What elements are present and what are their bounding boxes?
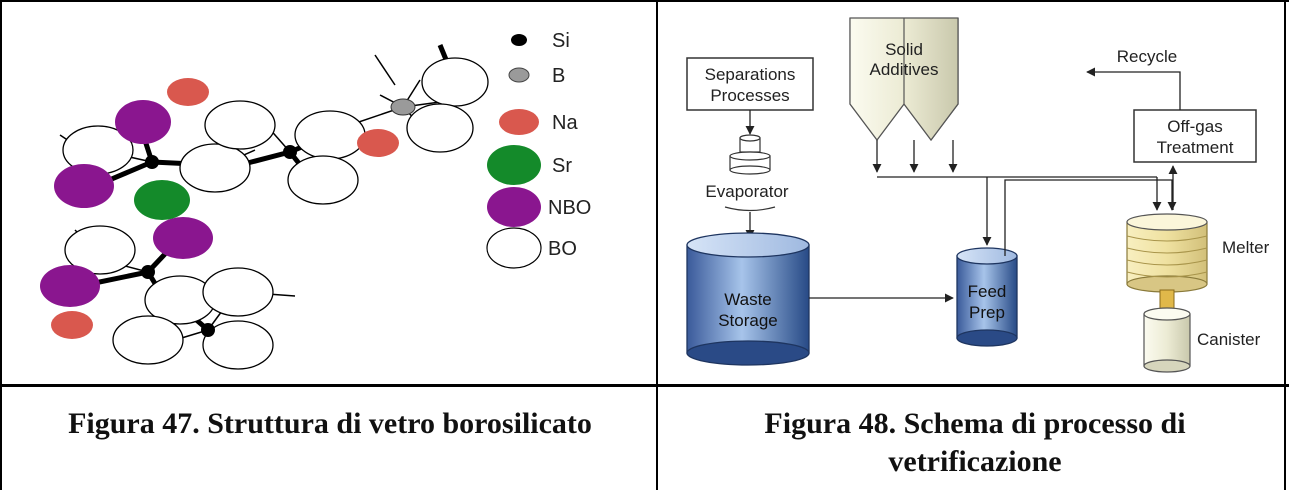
table-border-left	[0, 0, 2, 490]
borosilicate-structure-diagram: Si B Na Sr NBO BO	[40, 30, 591, 370]
table-divider-horizontal	[0, 384, 1289, 387]
waste-label-line2: Storage	[718, 311, 778, 330]
waste-storage-tank	[686, 232, 810, 366]
separations-processes-box	[686, 57, 814, 111]
legend-label-b: B	[552, 65, 565, 87]
table-border-right	[1284, 0, 1286, 490]
feed-label-line1: Feed	[968, 282, 1007, 301]
legend-label-nbo: NBO	[548, 197, 591, 219]
offgas-label-line2: Treatment	[1157, 138, 1234, 157]
evaporator-unit	[729, 134, 771, 175]
table-divider-vertical	[656, 0, 658, 490]
feed-prep-tank	[956, 247, 1018, 347]
recycle-label: Recycle	[1117, 47, 1177, 66]
waste-label-line1: Waste	[724, 290, 772, 309]
separations-label-line1: Separations	[705, 65, 796, 84]
legend-label-na: Na	[552, 112, 578, 134]
solid-additives-label-line1: Solid	[885, 40, 923, 59]
offgas-label-line1: Off-gas	[1167, 117, 1222, 136]
table-border-top	[0, 0, 1289, 2]
legend-marker-sr	[487, 145, 541, 185]
legend-label-bo: BO	[548, 238, 577, 260]
separations-label-line2: Processes	[710, 86, 789, 105]
legend-marker-si	[511, 34, 527, 46]
feed-label-line2: Prep	[969, 303, 1005, 322]
legend-label-si: Si	[552, 30, 570, 52]
canister-label: Canister	[1197, 330, 1261, 349]
melter-unit	[1126, 213, 1208, 311]
legend-label-sr: Sr	[552, 155, 572, 177]
canister-unit	[1143, 307, 1191, 373]
vitrification-process-panel: Separations Processes Evaporator Wast	[657, 0, 1285, 385]
solid-additives-label-line2: Additives	[870, 60, 939, 79]
legend-marker-bo	[486, 227, 542, 269]
legend-marker-b	[508, 67, 530, 83]
legend-marker-na	[499, 109, 539, 135]
evaporator-label: Evaporator	[705, 182, 788, 201]
caption-figure-48: Figura 48. Schema di processo di vetrifi…	[764, 407, 1186, 478]
legend-marker-nbo	[487, 187, 541, 227]
offgas-treatment-box	[1133, 109, 1257, 163]
solid-additives-hoppers	[849, 17, 959, 141]
structure-legend: Si B Na Sr NBO BO	[486, 30, 591, 269]
melter-label: Melter	[1222, 238, 1270, 257]
caption-figure-47: Figura 47. Struttura di vetro borosilica…	[68, 407, 592, 440]
borosilicate-structure-panel: Si B Na Sr NBO BO	[0, 0, 657, 385]
vitrification-process-diagram: Separations Processes Evaporator Wast	[686, 17, 1270, 373]
